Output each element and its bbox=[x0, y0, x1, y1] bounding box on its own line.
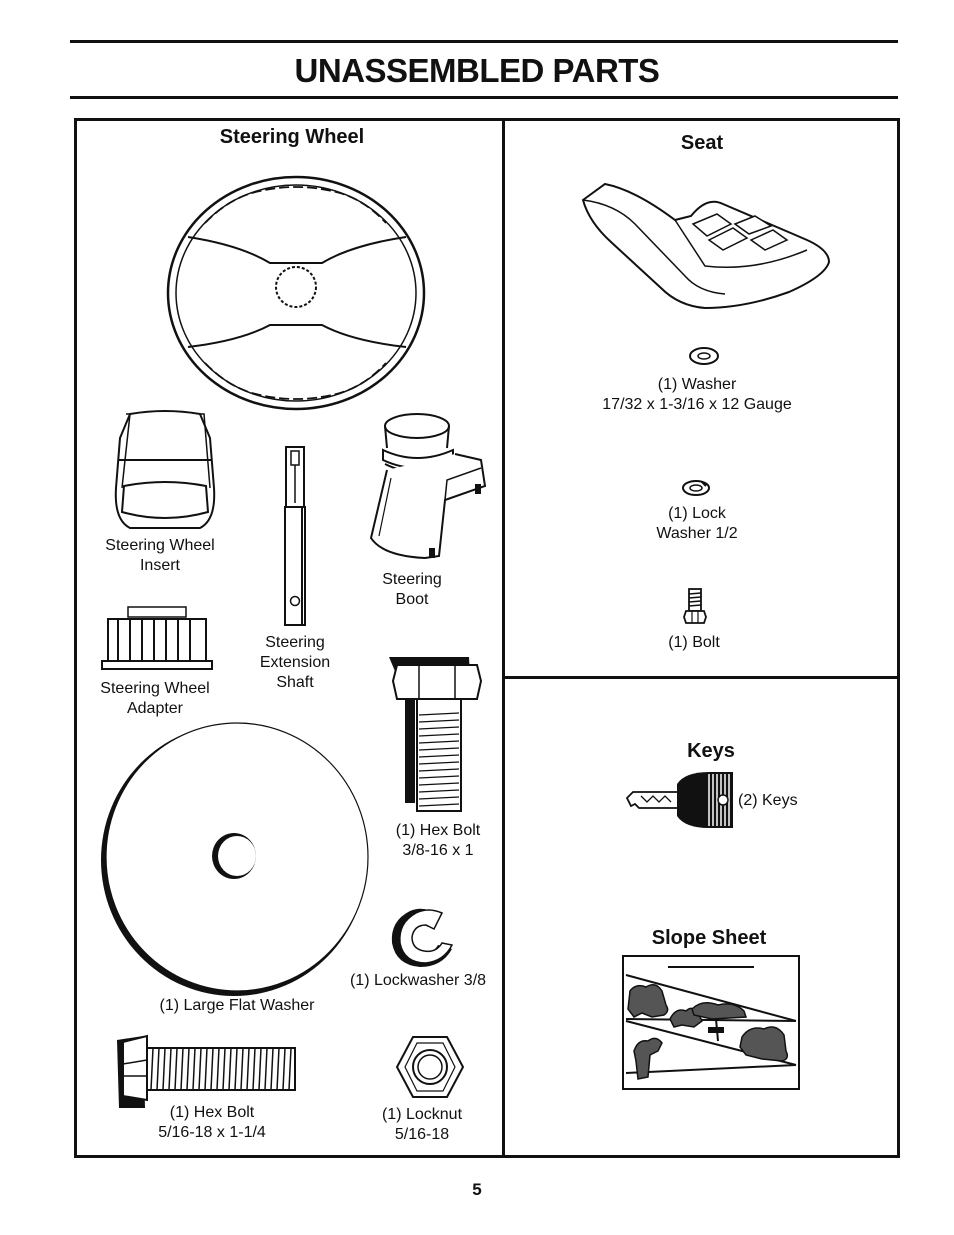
lockwasher-38-drawing bbox=[391, 908, 454, 967]
vertical-divider bbox=[502, 118, 505, 1158]
top-rule bbox=[70, 40, 898, 43]
large-flat-washer-drawing bbox=[101, 722, 369, 996]
keys-drawing bbox=[625, 772, 733, 828]
hex-bolt-516-drawing bbox=[117, 1034, 296, 1108]
steering-boot-drawing bbox=[369, 413, 487, 560]
parts-frame bbox=[74, 118, 900, 1158]
bolt-drawing bbox=[683, 588, 707, 624]
steering-wheel-insert-drawing bbox=[114, 410, 216, 529]
page-title: UNASSEMBLED PARTS bbox=[294, 52, 660, 89]
steering-wheel-drawing bbox=[166, 175, 426, 411]
section-heading-steering-wheel: Steering Wheel bbox=[219, 126, 365, 148]
steering-extension-shaft-drawing bbox=[284, 446, 306, 626]
title-underline bbox=[70, 96, 898, 99]
keys-label: (2) Keys bbox=[738, 792, 798, 809]
lock-washer-12-drawing bbox=[682, 480, 710, 496]
seat-drawing bbox=[581, 182, 831, 310]
section-heading-seat: Seat bbox=[680, 132, 724, 154]
locknut-drawing bbox=[395, 1036, 465, 1098]
hex-bolt-38-drawing bbox=[389, 657, 483, 812]
bolt-label: (1) Bolt bbox=[668, 634, 720, 651]
horizontal-divider bbox=[504, 676, 897, 679]
slope-sheet-drawing bbox=[622, 955, 800, 1090]
section-heading-keys: Keys bbox=[687, 740, 735, 762]
section-heading-slope-sheet: Slope Sheet bbox=[651, 927, 767, 949]
lockwasher-38-label: (1) Lockwasher 3/8 bbox=[349, 972, 487, 989]
washer-drawing bbox=[689, 347, 719, 365]
steering-wheel-adapter-drawing bbox=[101, 606, 213, 670]
large-flat-washer-label: (1) Large Flat Washer bbox=[159, 997, 315, 1014]
page-number: 5 bbox=[472, 1180, 482, 1199]
